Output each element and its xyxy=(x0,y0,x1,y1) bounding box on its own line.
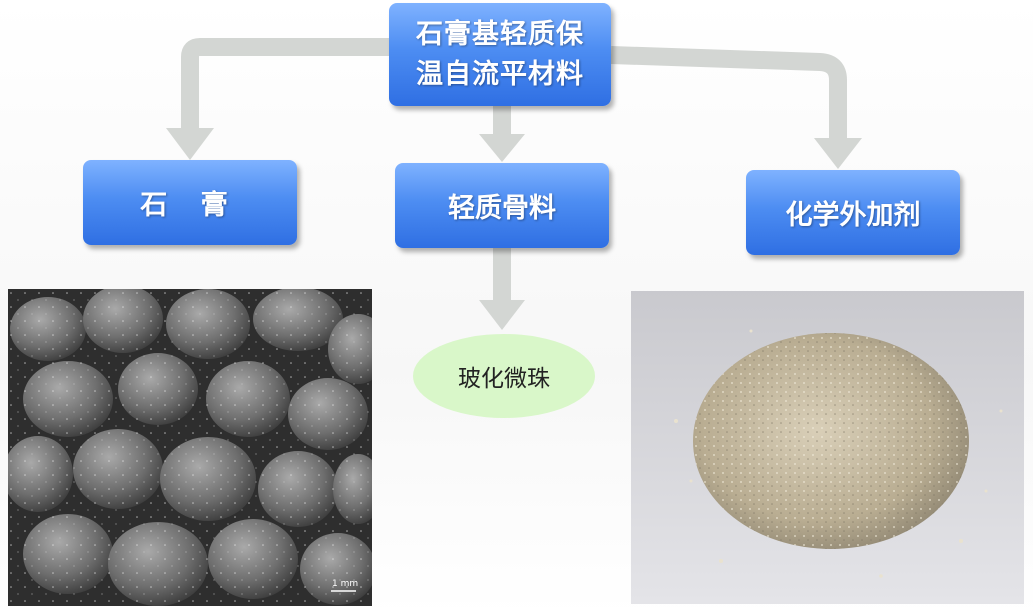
scale-bar-label: 1 mm xyxy=(332,579,358,589)
root-node-gypsum-based-self-leveling-material: 石膏基轻质保 温自流平材料 xyxy=(389,3,611,106)
node-beads-label: 玻化微珠 xyxy=(458,366,550,392)
arrow-root-to-gypsum xyxy=(181,38,389,130)
root-label-line-1: 石膏基轻质保 xyxy=(416,18,584,50)
arrow-head-beads xyxy=(479,300,525,330)
arrow-root-to-additive xyxy=(610,46,847,140)
node-gypsum-label: 石 膏 xyxy=(140,190,240,221)
node-gypsum: 石 膏 xyxy=(83,160,297,245)
node-glazed-hollow-beads: 玻化微珠 xyxy=(413,334,595,418)
arrow-root-to-aggregate xyxy=(493,106,511,136)
node-aggregate-label: 轻质骨料 xyxy=(448,193,556,224)
gypsum-microscope-photo: 1 mm xyxy=(8,289,372,606)
admixture-powder-photo xyxy=(631,291,1024,604)
arrow-head-aggregate xyxy=(479,134,525,162)
root-label-line-2: 温自流平材料 xyxy=(416,58,584,90)
node-admixture-label: 化学外加剂 xyxy=(785,200,921,231)
node-chemical-admixture: 化学外加剂 xyxy=(746,170,960,255)
arrow-head-gypsum xyxy=(166,128,214,160)
node-lightweight-aggregate: 轻质骨料 xyxy=(395,163,609,248)
arrow-aggregate-to-beads xyxy=(493,248,511,302)
arrow-head-additive xyxy=(814,138,862,169)
